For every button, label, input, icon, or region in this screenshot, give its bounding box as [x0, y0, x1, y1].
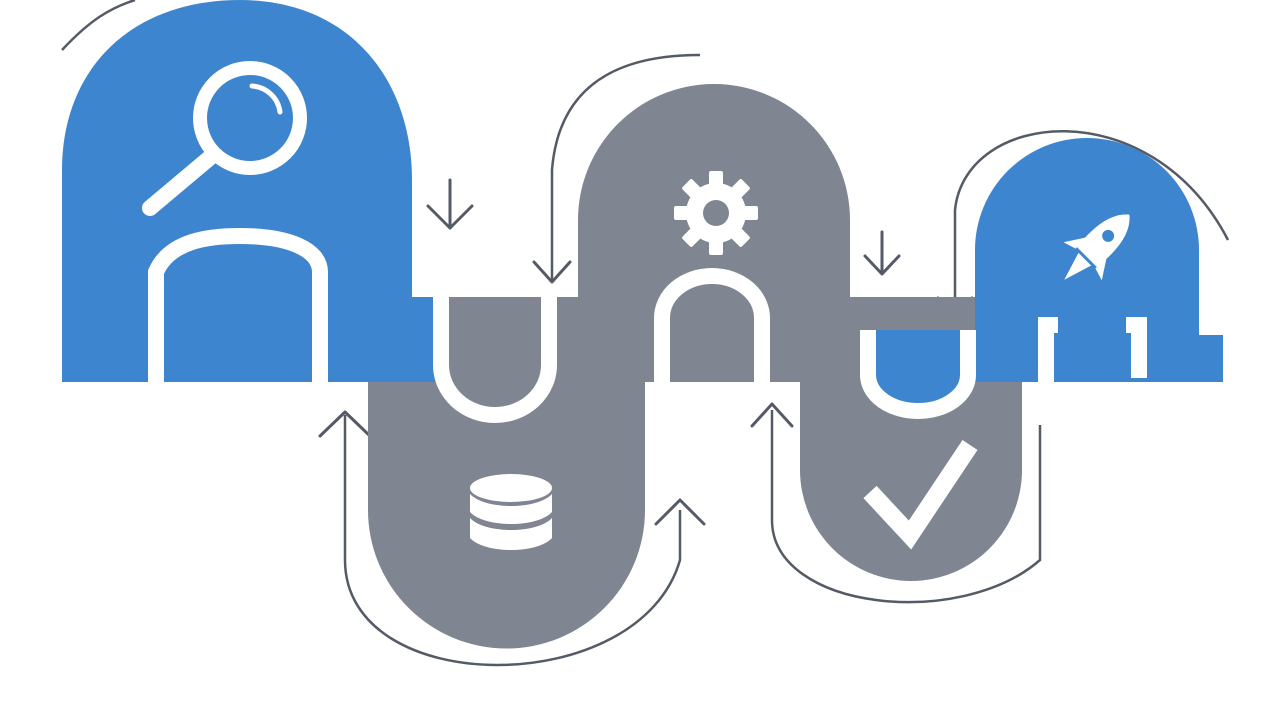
magnifying-glass-icon: [142, 61, 307, 216]
connector-arc-top-2: [953, 130, 1230, 310]
arrow-up-1: [318, 410, 372, 438]
gear-icon: [674, 171, 758, 255]
connector-arc-top-1: [550, 53, 701, 280]
arrow-down-2: [532, 260, 572, 284]
arrow-down-3: [863, 230, 901, 276]
trace-research-arch: [148, 227, 328, 382]
stage-shape-research: [62, 0, 412, 382]
white-traces: [148, 227, 1147, 423]
arrow-up-2: [654, 498, 706, 526]
rocket-icon: [1063, 214, 1130, 281]
trace-store-u: [433, 297, 557, 423]
database-icon: [470, 474, 552, 550]
trace-configure-arch: [654, 268, 770, 382]
connector-arc-top-left: [61, 0, 136, 51]
trace-launch-right: [1126, 317, 1147, 378]
connector-arcs: [61, 0, 1230, 667]
stage-bridge-launch: [1195, 335, 1223, 382]
stage-cup-blue: [862, 330, 975, 413]
stage-shape-launch: [975, 138, 1199, 382]
arrow-up-3: [750, 402, 794, 428]
connector-arc-bottom-2: [770, 410, 1042, 604]
arrow-down-1: [426, 178, 474, 230]
trace-verify-u: [860, 330, 976, 419]
checkmark-icon: [863, 440, 978, 550]
connector-arc-bottom-1: [343, 415, 682, 667]
trace-launch-left: [1038, 317, 1058, 382]
